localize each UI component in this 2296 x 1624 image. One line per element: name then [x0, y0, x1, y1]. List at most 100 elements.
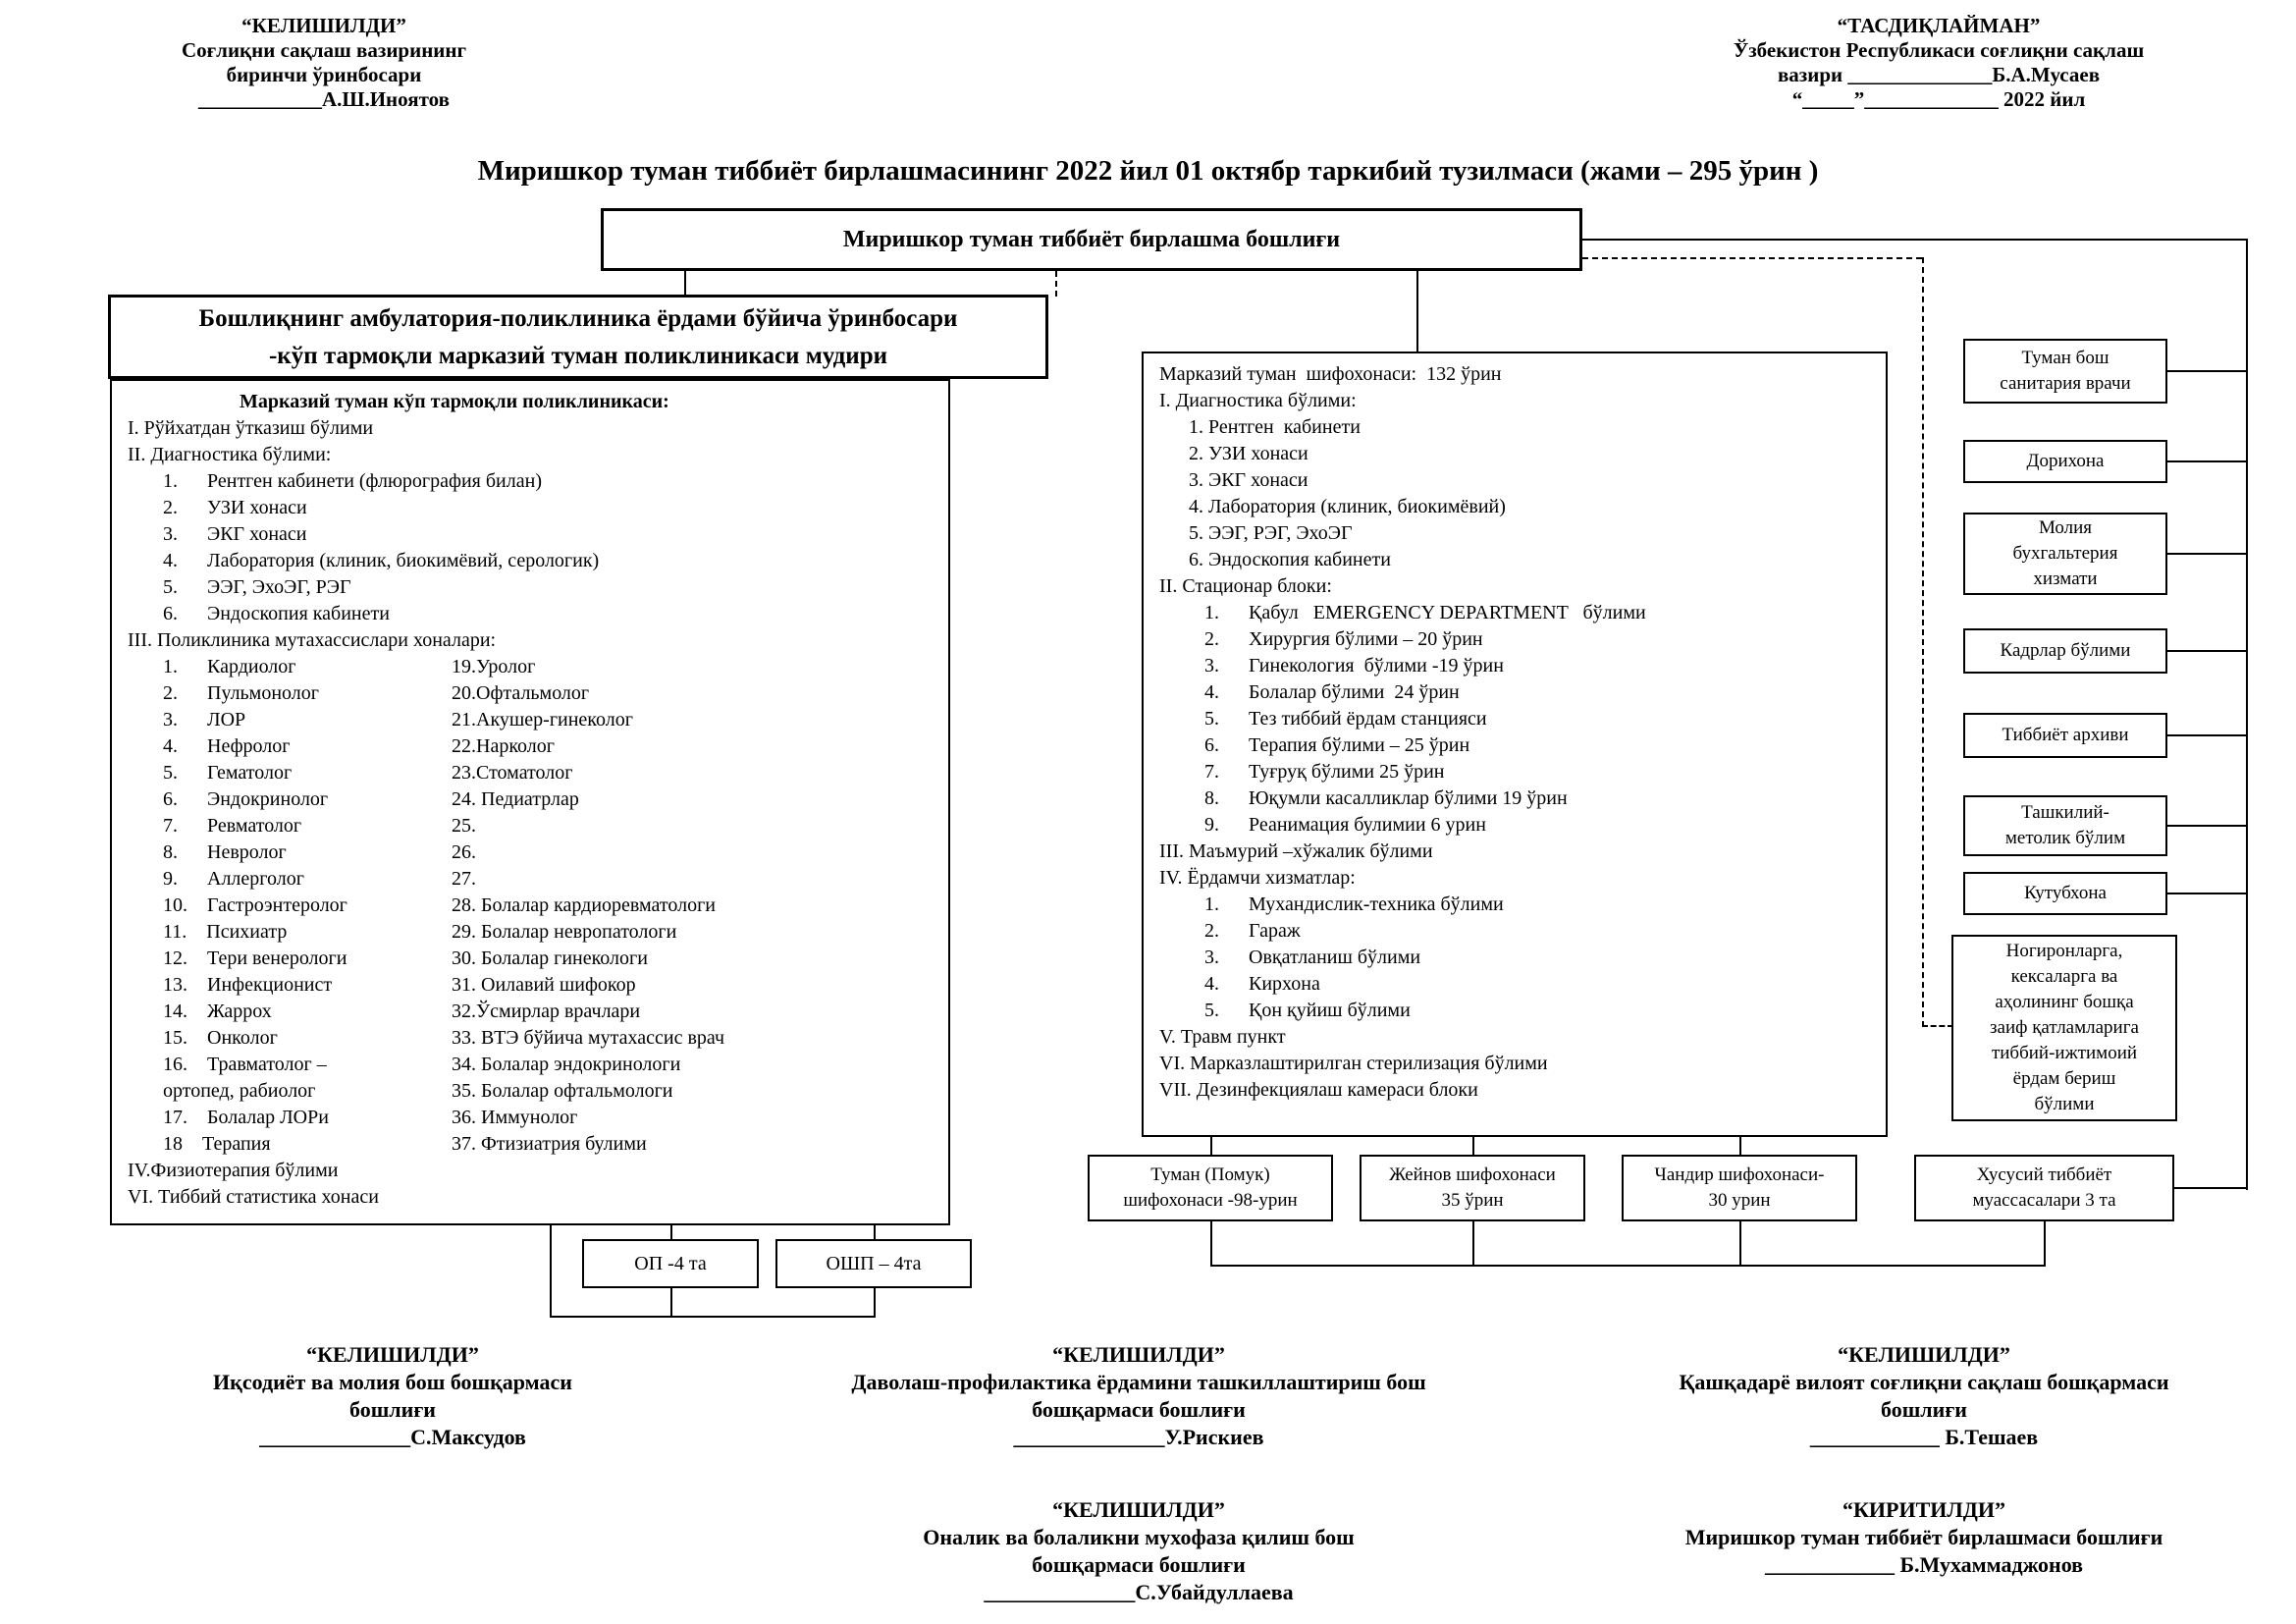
agreement-line: биринчи ўринбосари	[226, 63, 422, 86]
connector-line	[1739, 1137, 1741, 1155]
connector-line-dashed	[1922, 257, 1924, 1027]
specialist-item: 32.Ўсмирлар врачлари	[452, 1001, 641, 1022]
specialist-item: 1. Кардиолог	[163, 656, 296, 677]
pharmacy-box: Дорихона	[1963, 440, 2167, 483]
signature-block-region: “КЕЛИШИЛДИ” Қашқадарё вилоят соғлиқни са…	[1571, 1341, 2277, 1451]
hospital-line: 3. ЭКГ хонаси	[1189, 469, 1308, 491]
deputy-header-box: Бошлиқнинг амбулатория-поликлиника ёрдам…	[108, 295, 1048, 379]
connector-line	[2167, 370, 2246, 372]
hospital-line: VII. Дезинфекциялаш камераси блоки	[1159, 1079, 1478, 1101]
hospital-line: 1. Қабул EMERGENCY DEPARTMENT бўлими	[1204, 602, 1646, 623]
specialist-item: ортопед, рабиолог	[163, 1080, 316, 1102]
connector-line	[550, 1225, 552, 1318]
hospital-line: 1. Рентген кабинети	[1189, 416, 1361, 438]
specialist-item: 6. Эндокринолог	[163, 788, 329, 810]
deputy-header-line2: -кўп тармоқли марказий туман поликлиника…	[268, 343, 888, 369]
hospital-line: 4. Лаборатория (клиник, биокимёвий)	[1189, 496, 1506, 517]
hospital-line: VI. Марказлаштирилган стерилизация бўлим…	[1159, 1053, 1548, 1074]
signature-block-finance: “КЕЛИШИЛДИ” Иқсодиёт ва молия бош бошқар…	[137, 1341, 648, 1451]
specialist-item: 16. Травматолог –	[163, 1054, 327, 1075]
hospital-line: 4. Кирхона	[1204, 973, 1320, 995]
agreement-line: Соғлиқни сақлаш вазирининг	[181, 38, 467, 62]
specialist-item: 11. Психиатр	[163, 921, 288, 943]
hr-department-box: Кадрлар бўлими	[1963, 628, 2167, 674]
specialist-item: 14. Жаррох	[163, 1001, 272, 1022]
specialist-item: 35. Болалар офтальмологи	[452, 1080, 673, 1102]
signature-line: ______________С.Убайдуллаева	[984, 1580, 1294, 1604]
connector-line	[1210, 1137, 1212, 1155]
connector-line	[2167, 734, 2246, 736]
specialist-item: 28. Болалар кардиоревматологи	[452, 894, 716, 916]
signature-line: Миришкор туман тиббиёт бирлашмаси бошлиғ…	[1684, 1525, 2163, 1549]
signature-line: бошлиғи	[349, 1397, 436, 1422]
hospital-line: 5. Қон қуйиш бўлими	[1204, 1000, 1411, 1021]
polyclinic-section-3: III. Поликлиника мутахассислари хоналари…	[128, 629, 497, 651]
connector-line	[2246, 239, 2248, 1190]
signature-line: Даволаш-профилактика ёрдамини ташкиллашт…	[851, 1370, 1426, 1394]
specialist-item: 10. Гастроэнтеролог	[163, 894, 347, 916]
diagnostics-item: 6. Эндоскопия кабинети	[163, 603, 390, 624]
connector-line	[670, 1288, 672, 1318]
specialist-item: 2. Пульмонолог	[163, 682, 319, 704]
specialist-item: 31. Оилавий шифокор	[452, 974, 636, 996]
signature-line: ______________С.Максудов	[259, 1425, 526, 1449]
specialist-item: 20.Офтальмолог	[452, 682, 590, 704]
hospital-line: III. Маъмурий –хўжалик бўлими	[1159, 840, 1433, 862]
approval-heading: “ТАСДИҚЛАЙМАН”	[1837, 14, 2041, 37]
private-clinics-label: Хусусий тиббиёт муассасалари 3 та	[1972, 1164, 2116, 1211]
hospital-line: 2. УЗИ хонаси	[1189, 443, 1308, 464]
polyclinic-subtitle: Марказий туман кўп тармоқли поликлиникас…	[240, 391, 669, 412]
specialist-item: 12. Тери венерологи	[163, 947, 347, 969]
library-label: Кутубхона	[2024, 883, 2107, 903]
hospital-line: 6. Эндоскопия кабинети	[1189, 549, 1391, 570]
signature-line: Иқсодиёт ва молия бош бошқармаси	[213, 1370, 572, 1394]
chief-box-label: Миришкор туман тиббиёт бирлашма бошлиғи	[842, 226, 1341, 252]
op-label: ОП -4 та	[634, 1252, 707, 1274]
connector-line	[670, 1225, 672, 1239]
oshp-box: ОШП – 4та	[775, 1239, 972, 1288]
signature-block-treatment: “КЕЛИШИЛДИ” Даволаш-профилактика ёрдамин…	[726, 1341, 1551, 1451]
hospital-line: I. Диагностика бўлими:	[1159, 390, 1357, 411]
diagnostics-item: 5. ЭЭГ, ЭхоЭГ, РЭГ	[163, 576, 351, 598]
specialist-item: 21.Акушер-гинеколог	[452, 709, 633, 731]
connector-line	[550, 1316, 876, 1318]
specialist-item: 30. Болалар гинекологи	[452, 947, 648, 969]
polyclinic-section-4: IV.Физиотерапия бўлими	[128, 1160, 339, 1181]
polyclinic-section-6: VI. Тиббий статистика хонаси	[128, 1186, 379, 1208]
polyclinic-section-2: II. Диагностика бўлими:	[128, 444, 332, 465]
connector-line	[2167, 460, 2246, 462]
finance-accounting-box: Молия бухгальтерия хизмати	[1963, 513, 2167, 595]
chief-box: Миришкор туман тиббиёт бирлашма бошлиғи	[601, 208, 1582, 271]
signature-heading: “КЕЛИШИЛДИ”	[306, 1342, 479, 1367]
connector-line	[1472, 1137, 1474, 1155]
sanitary-doctor-label: Туман бош санитария врачи	[2000, 348, 2131, 394]
document-title: Миришкор туман тиббиёт бирлашмасининг 20…	[477, 155, 1819, 187]
connector-line	[1582, 239, 2248, 241]
org-method-label: Ташкилий-метолик бўлим	[2004, 802, 2126, 848]
specialist-item: 22.Нарколог	[452, 735, 555, 757]
connector-line	[2167, 893, 2246, 894]
connector-line	[2167, 825, 2246, 827]
signature-heading: “КЕЛИШИЛДИ”	[1838, 1342, 2010, 1367]
signature-heading: “КЕЛИШИЛДИ”	[1052, 1342, 1225, 1367]
hospital-line: 1. Мухандислик-техника бўлими	[1204, 893, 1504, 915]
hospital-line: 3. Овқатланиш бўлими	[1204, 947, 1421, 968]
jeynov-hospital-box: Жейнов шифохонаси 35 ўрин	[1360, 1155, 1585, 1221]
connector-line	[2167, 553, 2246, 555]
sanitary-doctor-box: Туман бош санитария врачи	[1963, 339, 2167, 404]
specialist-item: 36. Иммунолог	[452, 1107, 578, 1128]
approval-line: Ўзбекистон Республикаси соғлиқни сақлаш	[1733, 38, 2145, 62]
pomuk-hospital-box: Туман (Помук) шифохонаси -98-урин	[1088, 1155, 1333, 1221]
polyclinic-section-1: I. Рўйхатдан ўтказиш бўлими	[128, 417, 374, 439]
specialist-item: 5. Гематолог	[163, 762, 293, 784]
specialist-item: 29. Болалар невропатологи	[452, 921, 677, 943]
org-method-box: Ташкилий-метолик бўлим	[1963, 795, 2167, 856]
signature-line: бошқармаси бошлиғи	[1032, 1552, 1246, 1577]
hospital-line: 2. Хирургия бўлими – 20 ўрин	[1204, 628, 1483, 650]
diagnostics-item: 4. Лаборатория (клиник, биокимёвий, серо…	[163, 550, 600, 571]
specialist-item: 19.Уролог	[452, 656, 536, 677]
signature-line: бошқармаси бошлиғи	[1032, 1397, 1246, 1422]
